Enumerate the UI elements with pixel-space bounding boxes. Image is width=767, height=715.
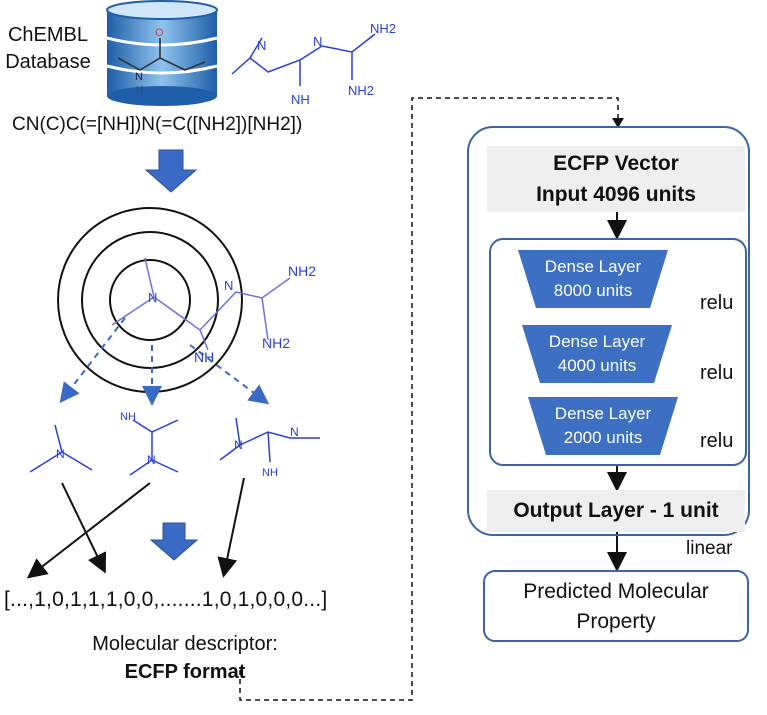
fragment-2-structure — [129, 419, 179, 476]
svg-text:NH2: NH2 — [348, 83, 374, 98]
svg-text:N: N — [224, 278, 233, 293]
dense-layers-container — [489, 238, 747, 466]
svg-text:N: N — [147, 453, 156, 467]
down-arrow-1 — [144, 149, 198, 193]
dense-layer-2-activation: relu — [700, 362, 734, 384]
fragment-1-structure — [29, 424, 93, 473]
dense-layer-1-activation: relu — [700, 292, 734, 314]
svg-text:NH: NH — [194, 349, 214, 365]
center-molecule-structure — [111, 257, 291, 351]
svg-text:N: N — [313, 34, 322, 49]
db-h-label: H — [136, 85, 143, 96]
input-layer-box: ECFP Vector Input 4096 units — [487, 146, 745, 212]
svg-text:N: N — [135, 71, 143, 83]
output-activation: linear — [686, 538, 733, 559]
svg-text:NH2: NH2 — [262, 335, 290, 351]
svg-text:NH: NH — [291, 92, 310, 107]
svg-text:N: N — [148, 290, 157, 305]
output-layer-box: Output Layer - 1 unit — [487, 490, 745, 532]
svg-text:NH: NH — [262, 467, 278, 479]
descriptor-label: Molecular descriptor: — [92, 633, 278, 655]
svg-text:N: N — [290, 425, 299, 439]
fragment-3-structure — [219, 417, 320, 463]
svg-text:N: N — [257, 38, 266, 53]
svg-text:N: N — [234, 438, 243, 452]
top-molecule-structure — [231, 33, 376, 86]
down-arrow-2 — [149, 522, 199, 561]
svg-text:N: N — [56, 447, 65, 461]
svg-text:NH2: NH2 — [288, 263, 316, 279]
svg-text:NH: NH — [120, 411, 136, 423]
database-icon: O N H — [106, 0, 218, 106]
svg-text:NH2: NH2 — [370, 21, 396, 36]
database-label: ChEMBL Database — [5, 24, 91, 73]
descriptor-format: ECFP format — [124, 661, 246, 683]
smiles-string: CN(C)C(=[NH])N(=C([NH2])[NH2]) — [12, 114, 303, 135]
dense-layer-3-activation: relu — [700, 430, 734, 452]
predicted-property-box: Predicted Molecular Property — [483, 570, 749, 642]
svg-text:O: O — [155, 27, 164, 39]
fingerprint-vector: [...,1,0,1,1,1,0,0,.......1,0,1,0,0,0...… — [4, 588, 328, 611]
neural-network-container — [467, 126, 750, 536]
